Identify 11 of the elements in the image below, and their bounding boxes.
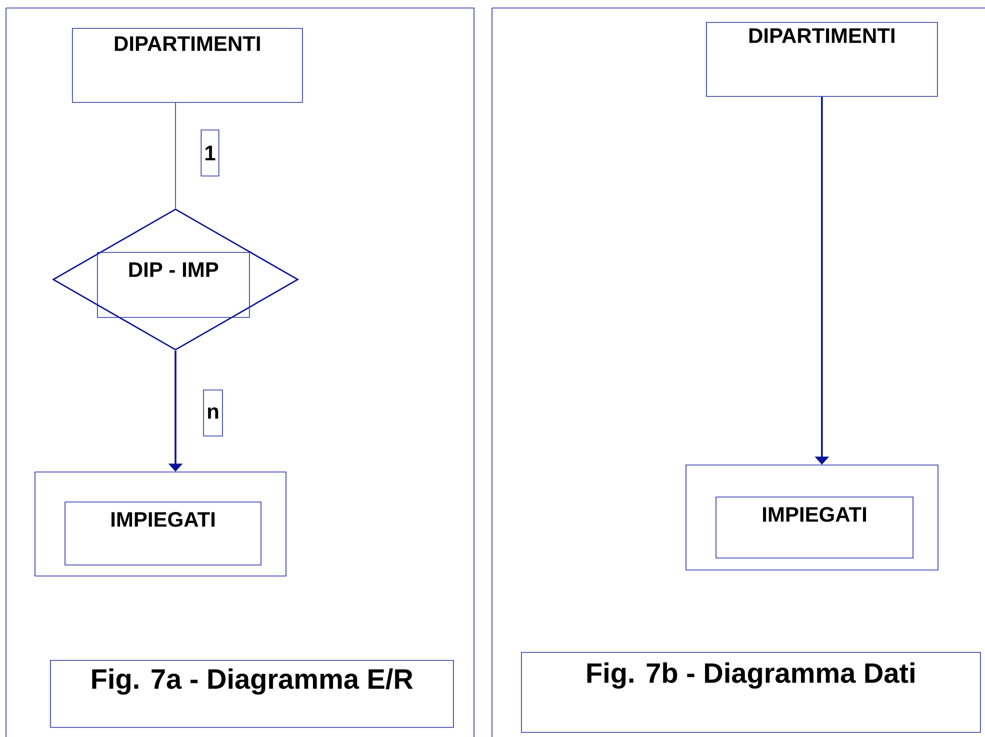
caption-box: Fig. 7b - Diagramma Dati	[521, 652, 981, 733]
entity-frame	[34, 472, 286, 576]
cardinality-label: 1	[200, 130, 220, 176]
cardinality-label: n	[203, 390, 223, 436]
entity-box: DIPARTIMENTI	[72, 28, 303, 103]
entity-box: IMPIEGATI	[716, 496, 914, 558]
entity-frame	[686, 464, 938, 570]
entity-box: IMPIEGATI	[64, 502, 262, 566]
caption-box: Fig. 7a - Diagramma E/R	[50, 660, 454, 728]
connector	[175, 102, 176, 209]
entity-box: DIPARTIMENTI	[706, 22, 938, 97]
